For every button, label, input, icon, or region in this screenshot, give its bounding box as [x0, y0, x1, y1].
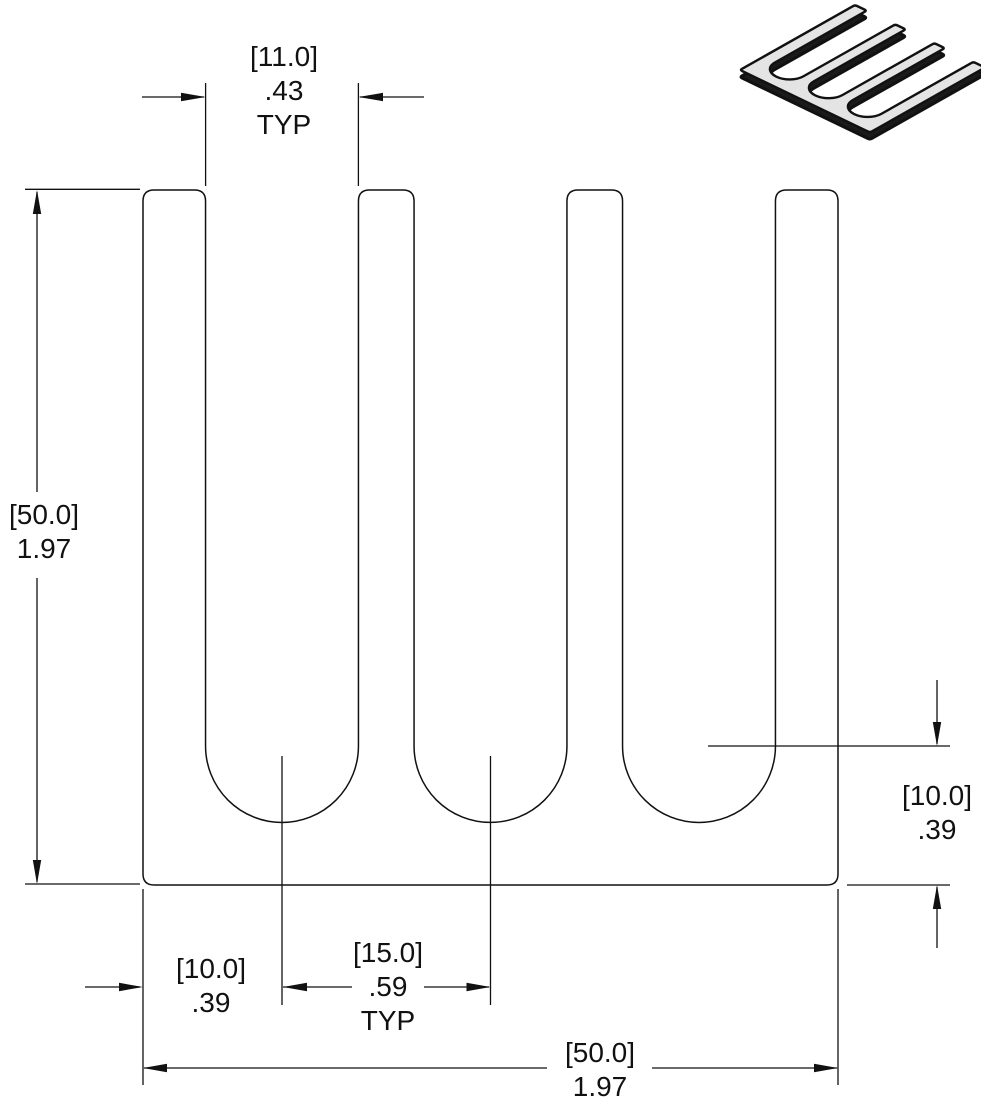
inch-value: 1.97 — [572, 1071, 628, 1099]
inch-value: .43 — [264, 75, 304, 106]
inch-value: .59 — [368, 971, 408, 1002]
arrowhead — [466, 982, 491, 992]
dim-slot-pitch-label: [15.0] .59 TYP — [353, 936, 423, 1038]
metric-value: [11.0] — [250, 41, 318, 72]
dimension-arrowheads — [32, 92, 942, 1073]
arrowhead — [181, 92, 206, 102]
arrowhead — [814, 1063, 838, 1073]
arrowhead — [283, 982, 307, 992]
dim-overall-width-label: [50.0] 1.97 — [565, 1036, 635, 1099]
arrowhead — [119, 982, 143, 992]
arrowhead — [932, 885, 942, 909]
inch-value: .39 — [917, 814, 957, 845]
arrowhead — [143, 1063, 167, 1073]
dim-slot-width-label: [11.0] .43 TYP — [250, 40, 318, 142]
inch-value: .39 — [191, 987, 231, 1018]
dim-base-thickness-label: [10.0] .39 — [902, 779, 972, 847]
metric-value: [50.0] — [564, 1037, 636, 1068]
metric-value: [10.0] — [901, 780, 973, 811]
arrowhead — [32, 190, 42, 214]
arrowhead — [32, 860, 42, 884]
metric-value: [10.0] — [175, 953, 247, 984]
dim-edge-to-first-slot-label: [10.0] .39 — [176, 952, 246, 1020]
arrowhead — [358, 92, 383, 102]
metric-value: [15.0] — [352, 937, 424, 968]
typ-qualifier: TYP — [360, 1005, 416, 1036]
metric-value: [50.0] — [8, 499, 80, 530]
isometric-view — [740, 5, 981, 140]
dim-overall-height-label: [50.0] 1.97 — [9, 498, 79, 566]
arrowhead — [932, 722, 942, 746]
inch-value: 1.97 — [16, 533, 72, 564]
typ-qualifier: TYP — [256, 109, 312, 140]
